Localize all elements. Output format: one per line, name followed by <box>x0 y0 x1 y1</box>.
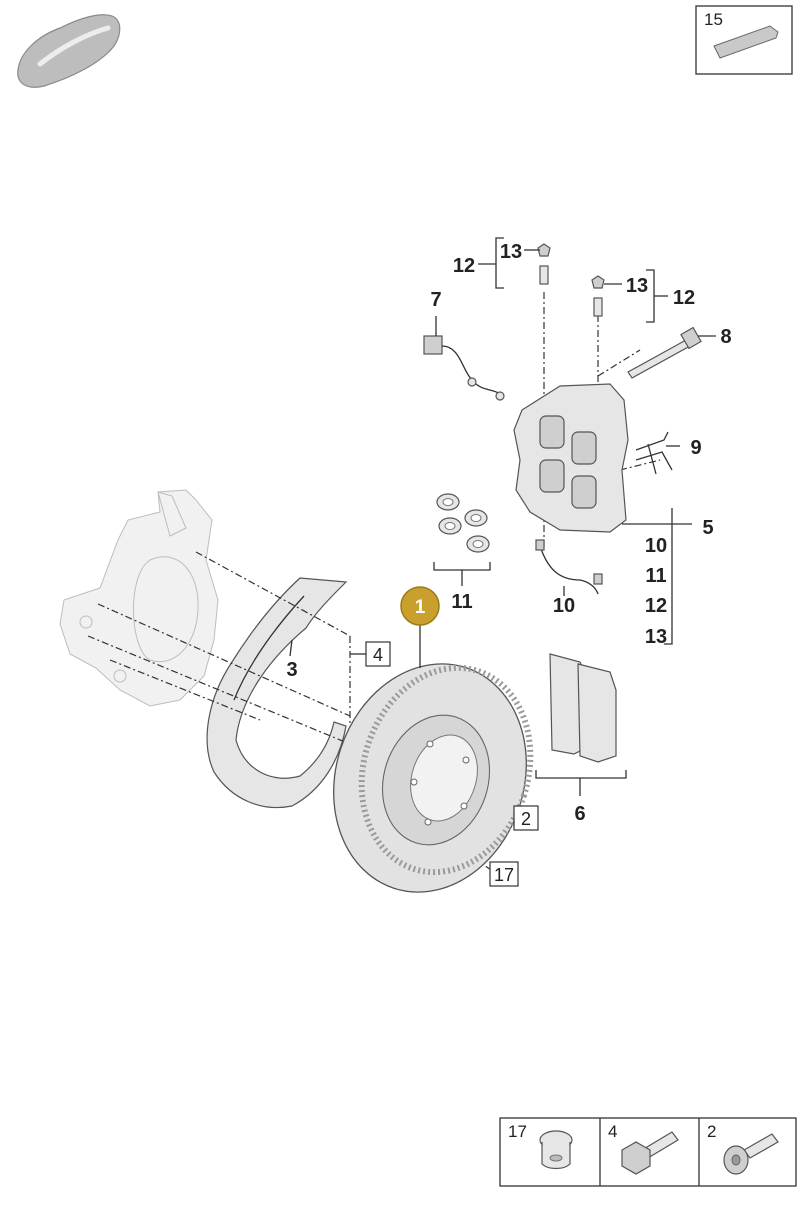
callout-11[interactable]: 11 <box>451 591 472 613</box>
callout-5-sub-13[interactable]: 13 <box>645 626 667 648</box>
leader-lines <box>289 237 716 668</box>
part-5-brake-caliper[interactable] <box>513 383 629 533</box>
callout-5-sub-11[interactable]: 11 <box>645 565 666 587</box>
callout-5-sub-10[interactable]: 10 <box>645 535 667 557</box>
boxed-callout-2-label: 2 <box>521 809 531 829</box>
parts-table-cell-17-label: 17 <box>508 1122 527 1141</box>
callout-1-label: 1 <box>415 597 426 618</box>
part-box-15[interactable]: 15 <box>695 5 793 75</box>
vehicle-silhouette-icon <box>17 14 121 88</box>
callout-12-right[interactable]: 12 <box>673 287 695 309</box>
parts-table-cell-4-label: 4 <box>608 1122 617 1141</box>
part-box-15-label: 15 <box>704 10 723 29</box>
countersunk-screw-icon <box>723 1133 779 1175</box>
callout-6[interactable]: 6 <box>574 803 585 825</box>
parts-table: 17 4 2 <box>499 1117 797 1187</box>
callout-5[interactable]: 5 <box>702 517 713 539</box>
part-11-seal-rings[interactable] <box>433 493 491 586</box>
part-9-spring[interactable] <box>635 431 673 475</box>
wheel-carrier <box>59 489 219 707</box>
bleeder-screws[interactable] <box>537 243 605 317</box>
boxed-callout-17-label: 17 <box>494 865 514 885</box>
hex-bolt-icon <box>621 1131 679 1175</box>
part-1-brake-disc[interactable] <box>305 639 556 918</box>
plug-bolt-icon <box>539 1130 573 1170</box>
callout-3[interactable]: 3 <box>286 659 297 681</box>
callout-12-left[interactable]: 12 <box>453 255 475 277</box>
parts-table-cell-4[interactable]: 4 <box>608 1122 679 1175</box>
grease-tube-icon <box>713 25 779 59</box>
part-8-bolt[interactable] <box>627 326 702 379</box>
parts-table-cell-2[interactable]: 2 <box>707 1122 779 1175</box>
boxed-callout-4-label: 4 <box>373 645 383 665</box>
callout-5-sub-12[interactable]: 12 <box>645 595 667 617</box>
callout-7[interactable]: 7 <box>430 289 441 311</box>
callout-10[interactable]: 10 <box>553 595 575 617</box>
part-7-wear-sensor[interactable] <box>423 335 505 401</box>
parts-table-cell-2-label: 2 <box>707 1122 716 1141</box>
boxed-callout-4[interactable]: 4 <box>365 641 391 667</box>
boxed-callout-17[interactable]: 17 <box>489 861 519 887</box>
callout-13-left[interactable]: 13 <box>500 241 522 263</box>
callout-13-right[interactable]: 13 <box>626 275 648 297</box>
part-3-dust-shield[interactable] <box>206 577 348 809</box>
callout-8[interactable]: 8 <box>720 326 731 348</box>
part-6-brake-pads[interactable] <box>535 653 627 796</box>
parts-table-cell-17[interactable]: 17 <box>508 1122 573 1170</box>
callout-9[interactable]: 9 <box>690 437 701 459</box>
boxed-callout-2[interactable]: 2 <box>513 805 539 831</box>
part-10-brake-hose[interactable] <box>535 539 603 595</box>
callout-1-marker[interactable]: 1 <box>400 586 440 626</box>
